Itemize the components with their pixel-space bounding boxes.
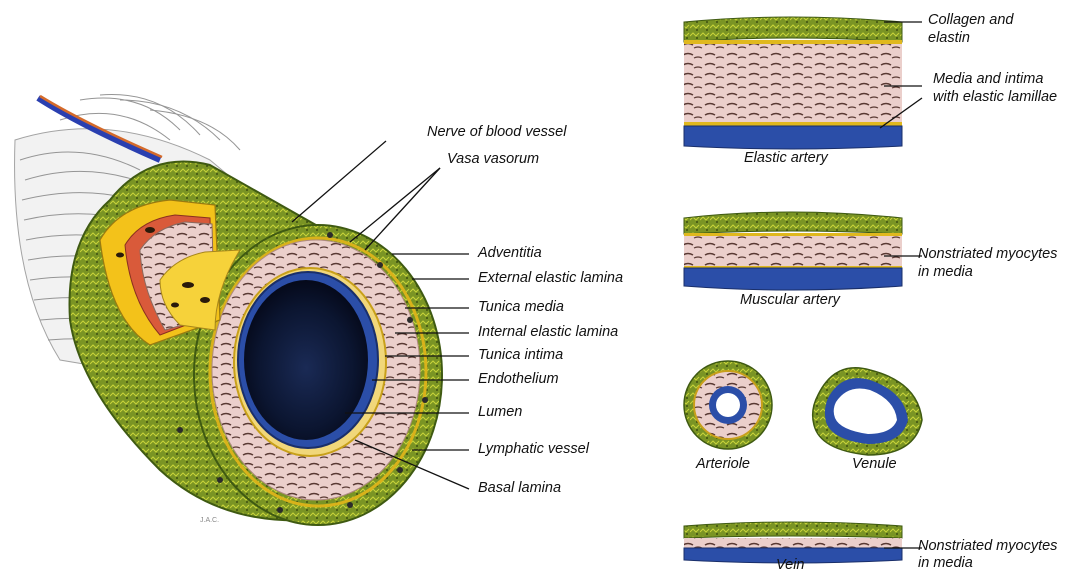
lumen [244,280,368,440]
label-lumen: Lumen [478,404,522,421]
caption-arteriole: Arteriole [696,456,750,473]
label-with-elastic-lamillae: with elastic lamillae [933,89,1057,106]
label-nonstriated-myocytes-1: Nonstriated myocytes [918,246,1057,263]
label-tunica-intima: Tunica intima [478,347,563,364]
label-external-elastic-lamina: External elastic lamina [478,270,623,287]
label-nerve-of-blood-vessel: Nerve of blood vessel [427,124,566,141]
venule-diagram [813,368,922,455]
muscular-artery-section [684,212,902,290]
artist-signature: J.A.C. [200,517,219,524]
caption-elastic-artery: Elastic artery [744,150,828,167]
label-nonstriated-myocytes-2: Nonstriated myocytes [918,538,1057,555]
label-elastin: elastin [928,30,970,47]
elastic-artery-section [684,17,902,149]
label-in-media-2: in media [918,555,973,572]
label-endothelium: Endothelium [478,371,559,388]
caption-venule: Venule [852,456,897,473]
arteriole-diagram [684,361,772,449]
label-vasa-vasorum: Vasa vasorum [447,151,539,168]
caption-vein: Vein [776,557,804,573]
label-tunica-media: Tunica media [478,299,564,316]
label-media-and-intima: Media and intima [933,71,1043,88]
vessel-3d-illustration: J.A.C. [15,95,442,526]
label-adventitia: Adventitia [478,245,542,262]
label-collagen-and: Collagen and [928,12,1013,29]
label-internal-elastic-lamina: Internal elastic lamina [478,324,618,341]
label-basal-lamina: Basal lamina [478,480,561,497]
label-in-media-1: in media [918,264,973,281]
label-lymphatic-vessel: Lymphatic vessel [478,441,589,458]
caption-muscular-artery: Muscular artery [740,292,840,309]
